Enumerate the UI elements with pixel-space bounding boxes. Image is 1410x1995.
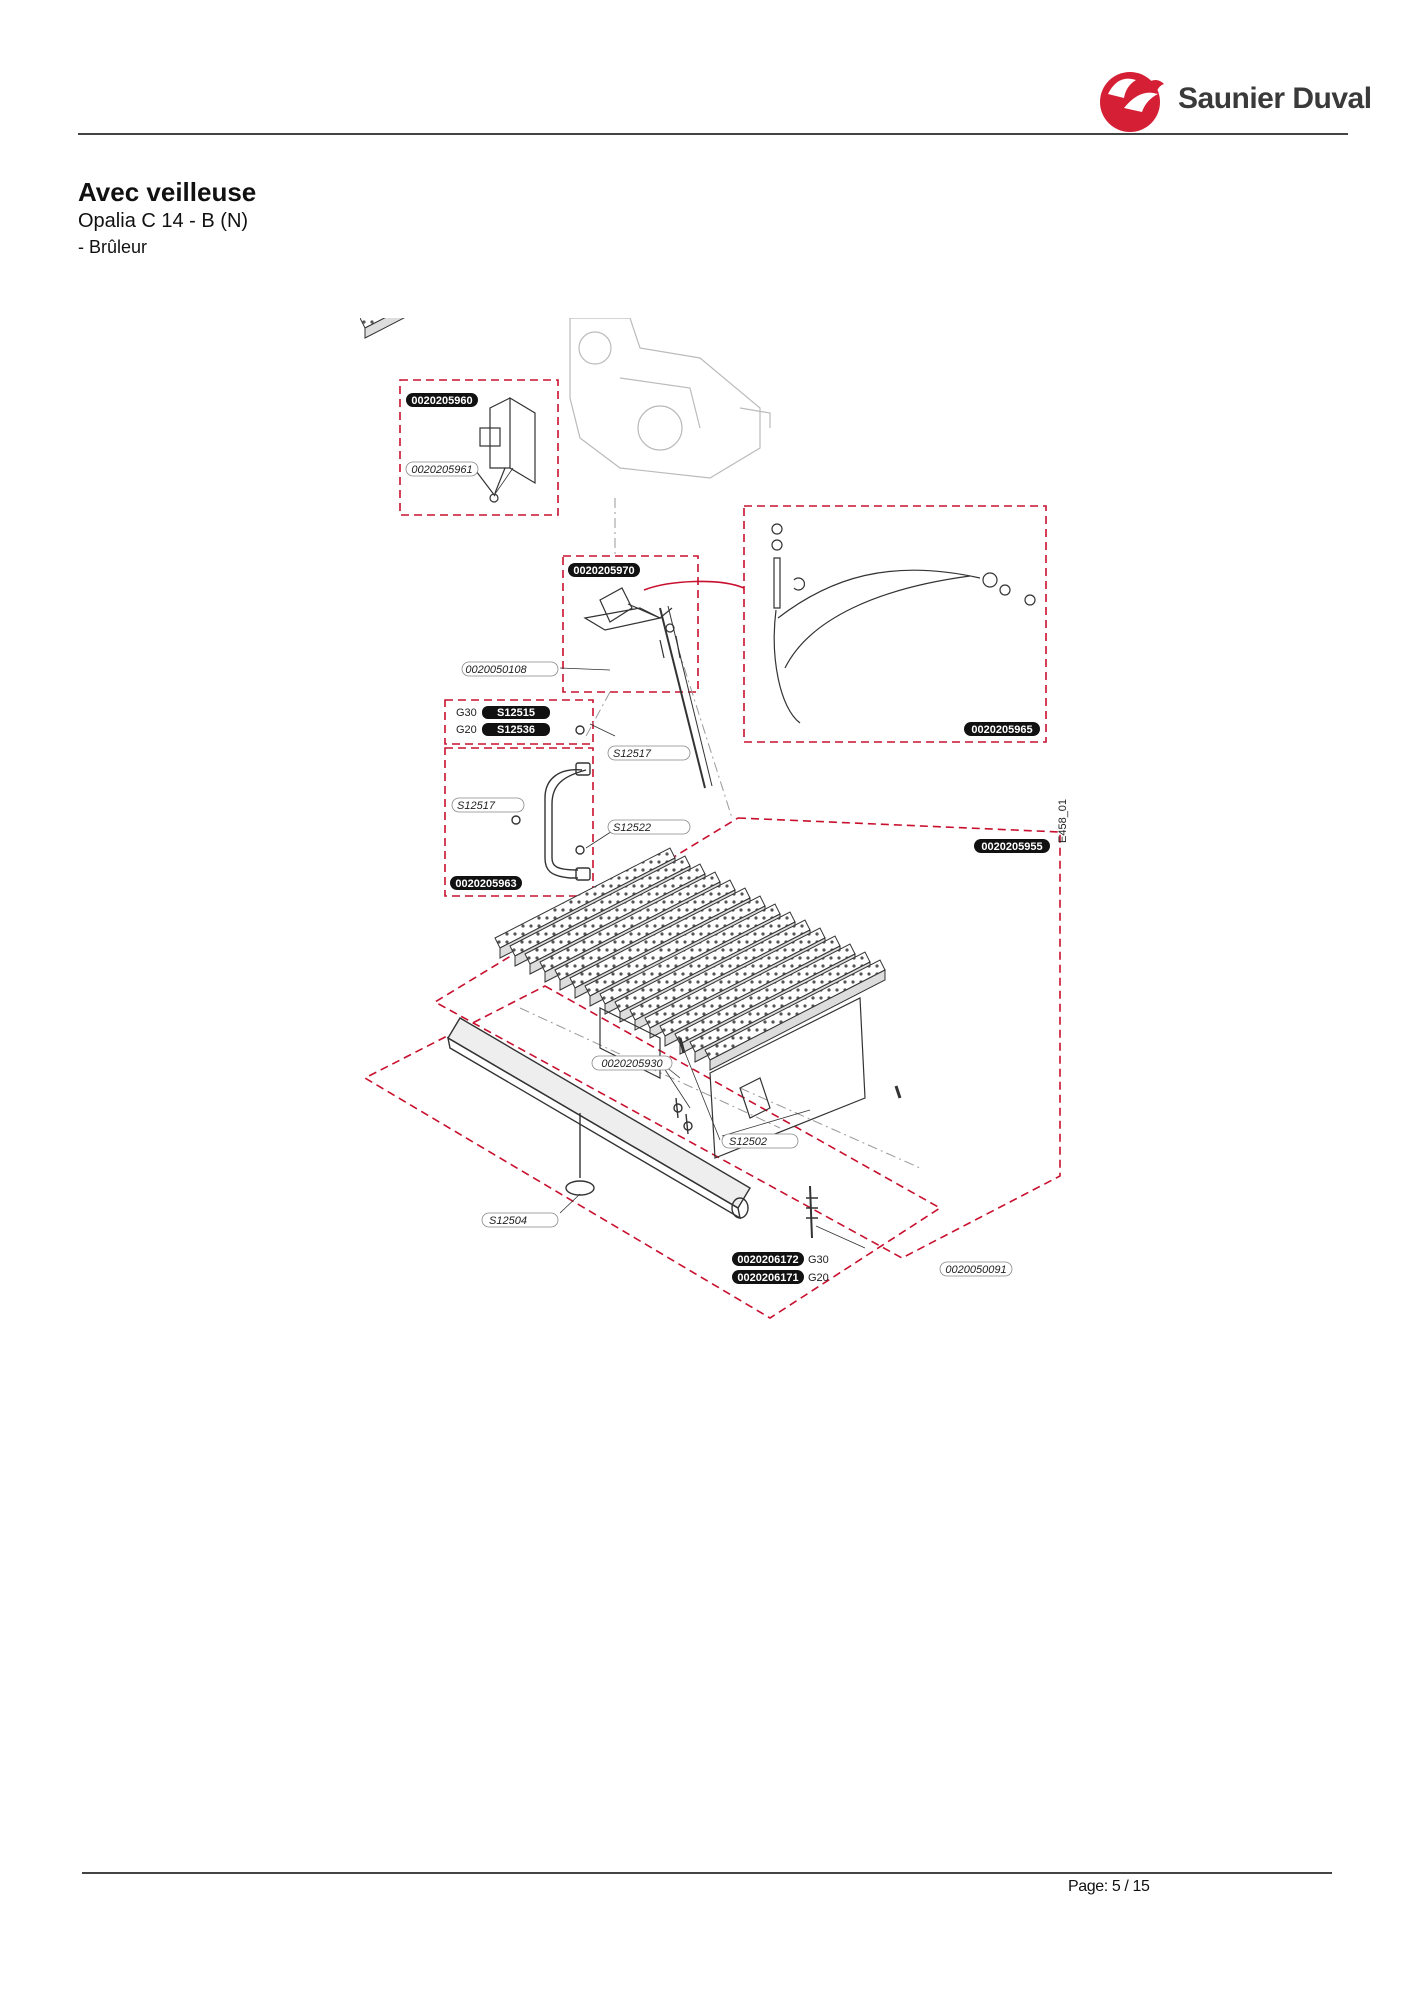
part-label: 0020205961	[405, 461, 479, 477]
svg-text:S12517: S12517	[457, 800, 496, 812]
part-label: 0020050091	[939, 1261, 1013, 1277]
part-label: 0020205930	[591, 1055, 673, 1071]
brand-name: Saunier Duval	[1178, 82, 1372, 115]
box-0020205955	[433, 817, 1061, 1259]
part-label: S12502	[721, 1133, 799, 1149]
thermocouple-drawing	[771, 523, 1036, 724]
svg-text:0020205970: 0020205970	[573, 565, 634, 577]
pilot-tube-drawing	[511, 725, 591, 881]
saunier-duval-logo-icon	[1100, 72, 1164, 132]
part-label: 0020206171	[732, 1270, 804, 1284]
svg-text:0020205960: 0020205960	[411, 395, 472, 407]
part-label: S12504	[481, 1212, 559, 1228]
box-0020205960	[399, 379, 559, 516]
section-label: - Brûleur	[78, 237, 148, 257]
part-label: 0020205970	[568, 563, 640, 577]
exploded-parts-diagram: 0020205960 0020205970 S12515 S12536 0020…	[360, 318, 1069, 1319]
gas-type-label: G30	[808, 1254, 829, 1266]
svg-text:0020205961: 0020205961	[411, 464, 472, 476]
box-0020205970	[562, 555, 699, 693]
svg-text:0020206172: 0020206172	[737, 1254, 798, 1266]
page-number: Page: 5 / 15	[1068, 1878, 1150, 1895]
gas-type-label: G20	[456, 724, 477, 736]
svg-text:0020205965: 0020205965	[971, 724, 1032, 736]
page-subtitle: Opalia C 14 - B (N)	[78, 210, 249, 232]
burner-block-drawing	[360, 318, 886, 1159]
gas-type-label: G30	[456, 707, 477, 719]
part-label: 0020205963	[450, 876, 522, 890]
svg-text:S12504: S12504	[489, 1215, 527, 1227]
part-label: S12517	[451, 797, 525, 813]
part-label: S12517	[607, 745, 691, 761]
part-label: 0020205965	[964, 722, 1040, 736]
part-label: S12522	[607, 819, 691, 835]
box-0020205965	[743, 505, 1047, 743]
image-code: E458_01	[1057, 799, 1069, 843]
svg-text:S12515: S12515	[497, 707, 535, 719]
box-0020205963	[444, 747, 594, 897]
svg-text:0020205930: 0020205930	[601, 1058, 663, 1070]
pilot-assembly-drawing	[583, 587, 713, 789]
svg-text:0020050108: 0020050108	[465, 664, 527, 676]
gas-valve-drawing	[569, 318, 771, 479]
svg-text:S12517: S12517	[613, 748, 652, 760]
svg-text:0020206171: 0020206171	[737, 1272, 798, 1284]
part-label: S12536	[482, 723, 550, 736]
svg-text:S12536: S12536	[497, 724, 535, 736]
part-label: 0020205955	[974, 839, 1050, 853]
svg-text:0020050091: 0020050091	[945, 1264, 1006, 1276]
part-label: S12515	[482, 706, 550, 719]
svg-text:S12522: S12522	[613, 822, 651, 834]
gas-type-label: G20	[808, 1272, 829, 1284]
part-label: 0020205960	[406, 393, 478, 407]
part-label: 0020050108	[461, 661, 559, 677]
manifold-drawing	[447, 1017, 902, 1239]
svg-text:S12502: S12502	[729, 1136, 767, 1148]
box-injector	[444, 699, 594, 745]
bracket-drawing	[469, 396, 536, 503]
part-label: 0020206172	[732, 1252, 804, 1266]
header-divider	[78, 133, 1348, 135]
svg-text:0020205955: 0020205955	[981, 841, 1042, 853]
footer-divider	[82, 1872, 1332, 1874]
box-0020206172	[363, 985, 942, 1319]
svg-text:0020205963: 0020205963	[455, 878, 516, 890]
page-title: Avec veilleuse	[78, 177, 257, 207]
